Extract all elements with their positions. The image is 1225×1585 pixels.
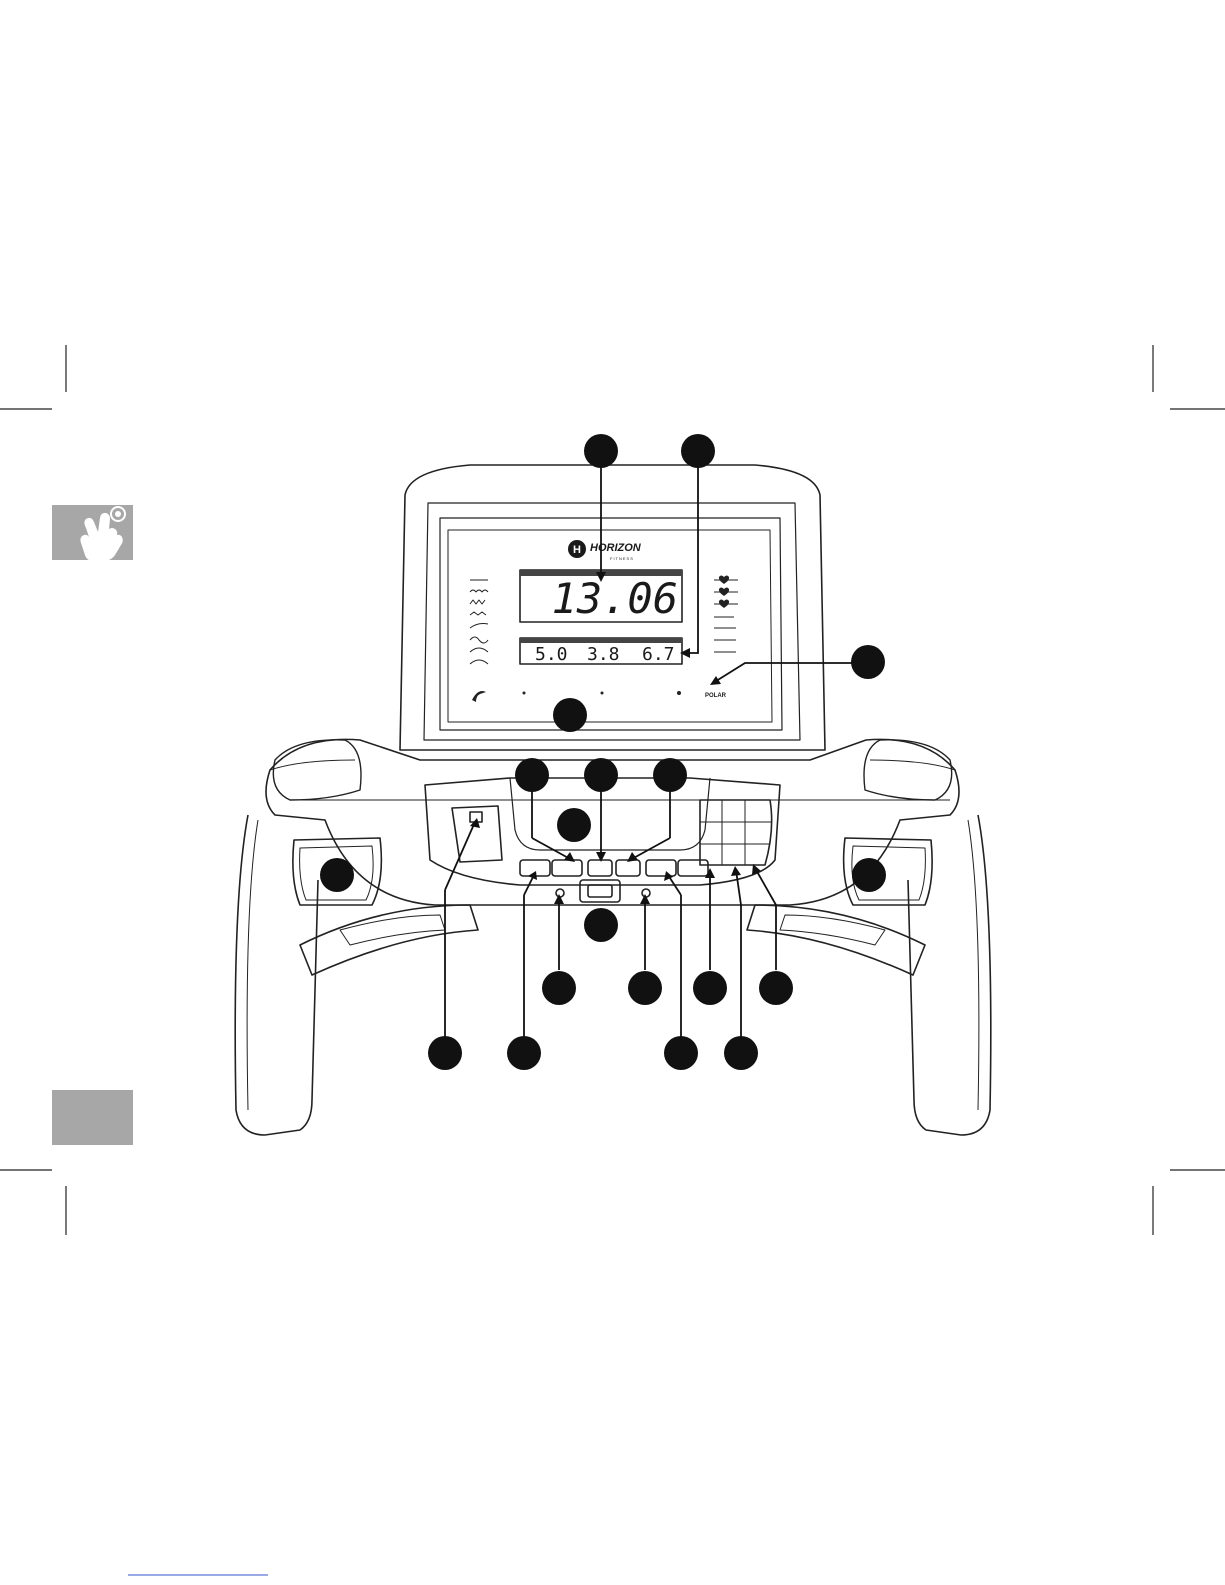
main-display-value: 13.06 [552, 574, 678, 623]
polar-label: POLAR [705, 693, 727, 699]
callout-marker [507, 1036, 541, 1070]
callout-marker [584, 434, 618, 468]
display-row-value-1: 5.0 [535, 644, 568, 665]
callout-marker [542, 971, 576, 1005]
callout-marker [693, 971, 727, 1005]
crop-marks [0, 345, 1225, 1235]
callout-lines [445, 452, 868, 1045]
callout-marker [320, 858, 354, 892]
brand-sub: FITNESS [610, 556, 634, 561]
callout-marker [681, 434, 715, 468]
side-tab-bottom [52, 1090, 133, 1145]
callout-marker [664, 1036, 698, 1070]
brand-logo: H HORIZON FITNESS [568, 540, 642, 561]
callout-marker [759, 971, 793, 1005]
display-row-value-3: 6.7 [642, 644, 675, 665]
callout-marker [852, 858, 886, 892]
brand-name: HORIZON [590, 542, 642, 554]
callout-marker [724, 1036, 758, 1070]
console [235, 465, 991, 1135]
callout-marker [553, 698, 587, 732]
callout-marker [653, 758, 687, 792]
callout-marker [584, 758, 618, 792]
brand-mark: H [573, 544, 581, 556]
callout-marker [851, 645, 885, 679]
callout-marker [628, 971, 662, 1005]
callout-marker [428, 1036, 462, 1070]
callout-marker [515, 758, 549, 792]
heart-rate-icons [719, 576, 729, 609]
callout-marker [584, 908, 618, 942]
display-row-value-2: 3.8 [587, 644, 620, 665]
callout-marker [557, 808, 591, 842]
